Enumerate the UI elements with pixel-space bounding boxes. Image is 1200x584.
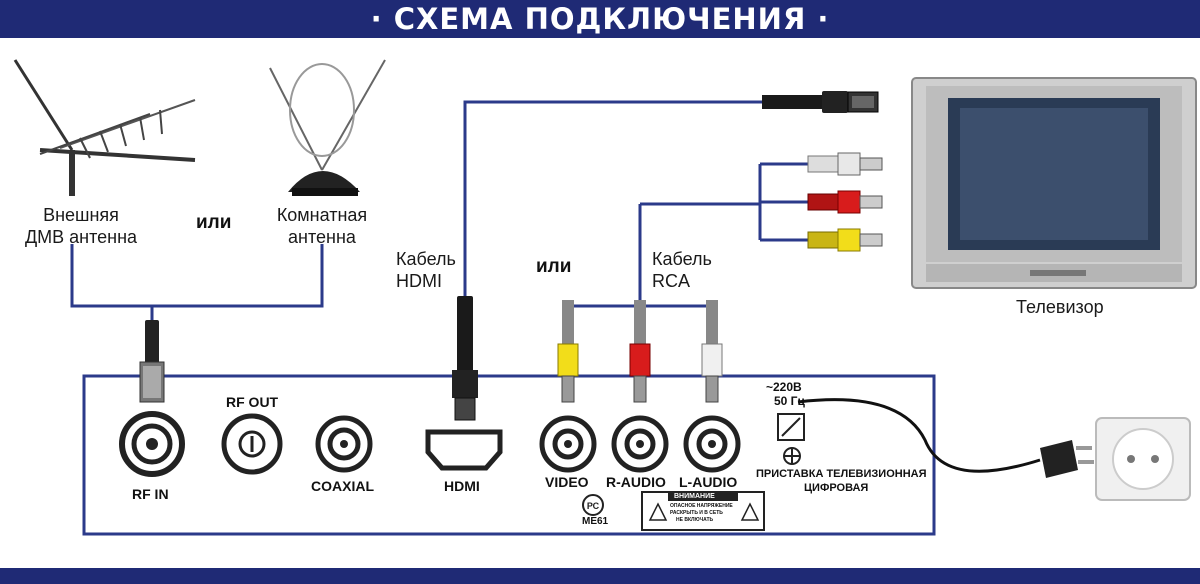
warning-line3: НЕ ВКЛЮЧАТЬ xyxy=(676,517,714,523)
coaxial-port xyxy=(315,415,373,473)
warning-plate xyxy=(641,491,765,531)
video-port xyxy=(539,415,597,473)
rca-cable-label: Кабель RCA xyxy=(652,248,712,292)
tv-label: Телевизор xyxy=(1016,297,1104,317)
outdoor-antenna-label-line2: ДМВ антенна xyxy=(24,227,138,247)
warning-title: ВНИМАНИЕ xyxy=(674,493,715,500)
hdmi-port xyxy=(425,429,503,471)
hdmi-cable-label: Кабель HDMI xyxy=(396,248,456,292)
warning-line1: ОПАСНОЕ НАПРЯЖЕНИЕ xyxy=(670,503,733,509)
rf-out-port xyxy=(221,413,283,475)
device-name-line2: ЦИФРОВАЯ xyxy=(804,482,869,494)
rf-in-port xyxy=(119,411,185,477)
outdoor-antenna-label-line1: Внешняя xyxy=(43,205,119,225)
outdoor-antenna-icon xyxy=(13,59,196,196)
rca-cable-label-line1: Кабель xyxy=(652,249,712,269)
indoor-antenna-icon xyxy=(269,59,386,196)
rca-plug-yellow-tv xyxy=(807,228,883,252)
hdmi-label: HDMI xyxy=(444,478,480,494)
l-audio-label: L-AUDIO xyxy=(679,474,738,490)
or-label-cable: или xyxy=(536,256,572,277)
l-audio-port xyxy=(683,415,741,473)
certification-icon: РС xyxy=(582,494,604,516)
power-frequency-label: 50 Гц xyxy=(774,394,805,408)
power-voltage-label: ~220В xyxy=(766,380,802,394)
or-label-antenna: или xyxy=(196,212,232,233)
rf-in-label: RF IN xyxy=(132,486,169,502)
wall-socket-icon xyxy=(1095,417,1191,501)
rf-out-label: RF OUT xyxy=(226,394,279,410)
ground-symbol-icon xyxy=(783,447,801,465)
power-cord xyxy=(797,398,1041,473)
r-audio-port xyxy=(611,415,669,473)
page-title: · СХЕМА ПОДКЛЮЧЕНИЯ · xyxy=(0,0,1200,38)
indoor-antenna-label-line1: Комнатная xyxy=(276,205,368,225)
antenna-wire xyxy=(70,244,324,308)
indoor-antenna-label: Комнатная антенна xyxy=(270,204,374,248)
outdoor-antenna-label: Внешняя ДМВ антенна xyxy=(16,204,146,248)
tv-icon xyxy=(911,77,1197,289)
video-label: VIDEO xyxy=(545,474,589,490)
cert-mark-label: МЕ61 xyxy=(582,516,609,527)
r-audio-label: R-AUDIO xyxy=(606,474,666,490)
rca-plug-white-tv xyxy=(807,152,883,176)
hdmi-cable-label-line2: HDMI xyxy=(396,271,442,291)
rca-cable-label-line2: RCA xyxy=(652,271,691,291)
hdmi-plug xyxy=(457,296,473,372)
warning-line2: РАСКРЫТЬ И В СЕТЬ xyxy=(670,510,723,516)
rca-plug-red xyxy=(629,300,651,403)
indoor-antenna-label-line2: антенна xyxy=(288,227,356,247)
antenna-plug xyxy=(145,320,159,364)
rca-plug-red-tv xyxy=(807,190,883,214)
power-plug-icon xyxy=(1040,440,1094,478)
hdmi-cable-label-line1: Кабель xyxy=(396,249,456,269)
device-name-line1: ПРИСТАВКА ТЕЛЕВИЗИОННАЯ xyxy=(756,468,927,480)
rca-plug-yellow xyxy=(557,300,579,403)
coaxial-label: COAXIAL xyxy=(311,478,374,494)
hdmi-cable xyxy=(463,100,840,298)
power-inlet-icon xyxy=(777,413,805,441)
svg-text:РС: РС xyxy=(587,501,600,511)
footer-bar xyxy=(0,568,1200,584)
rca-plug-white xyxy=(701,300,723,403)
